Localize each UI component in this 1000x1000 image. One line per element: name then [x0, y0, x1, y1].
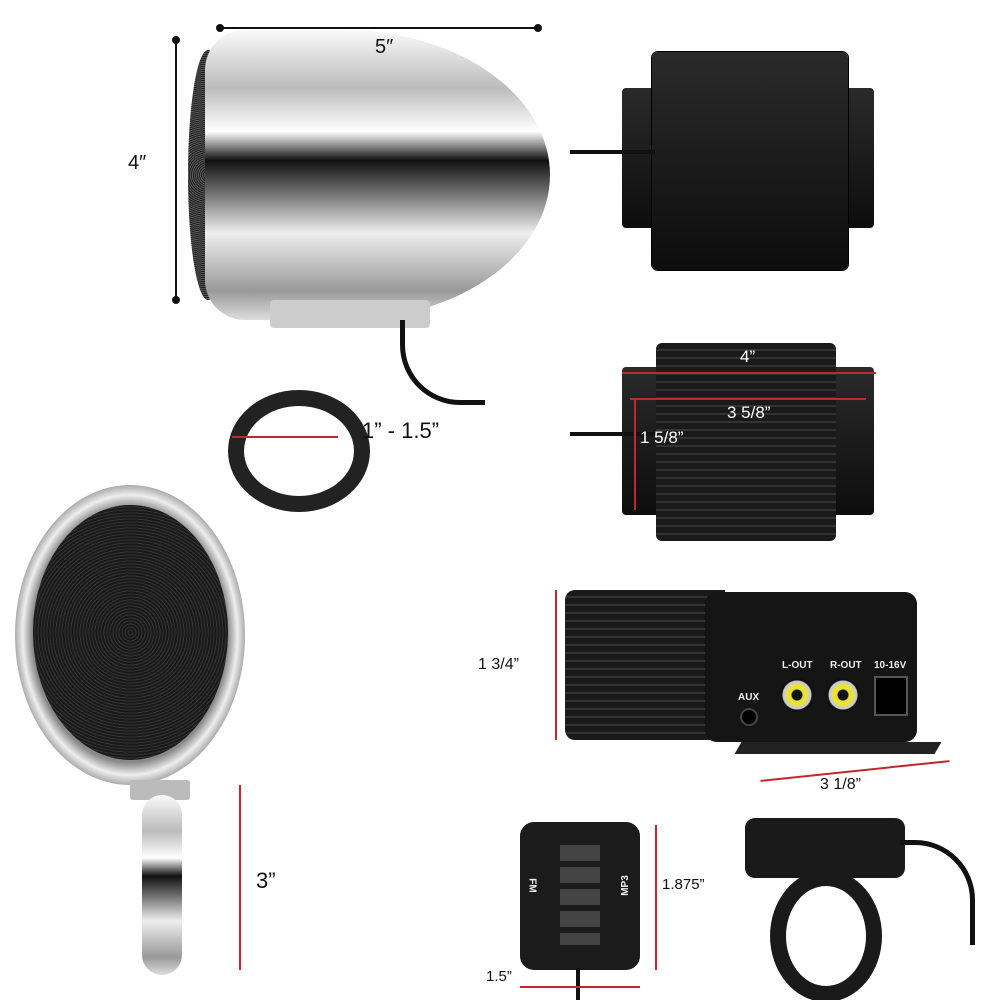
dimension-line-depth: [634, 400, 636, 510]
clamp-range-label: 1” - 1.5”: [362, 418, 440, 443]
amp-depth-label: 1 5/8”: [640, 428, 684, 447]
dimension-line-width: [622, 372, 876, 374]
dimension-line-mount: [239, 785, 241, 970]
speaker-height-label: 4″: [128, 152, 147, 174]
aux-jack: [740, 708, 758, 726]
dimension-line-height: [175, 40, 177, 300]
speaker-length-label: 5″: [375, 36, 394, 58]
amp-cable: [570, 432, 656, 436]
remote-mp3-label: MP3: [619, 875, 631, 896]
amp-hole-spacing-label: 3 5/8”: [727, 403, 771, 422]
dimension-dot: [216, 24, 224, 32]
speaker-cable: [400, 320, 485, 405]
chrome-clamp: [142, 795, 182, 975]
amplifier-fins-view: [656, 343, 836, 541]
remote-height-label: 1.875”: [662, 876, 705, 893]
amp-width-label: 4”: [740, 347, 756, 366]
power-jack: [874, 676, 908, 716]
port-right-label: R-OUT: [830, 660, 862, 671]
mount-height-label: 3”: [256, 868, 276, 893]
dimension-line-amp-height: [555, 590, 557, 740]
remote-cable: [576, 968, 580, 1000]
remote-mounted-cable: [900, 840, 975, 945]
handlebar-clamp: [228, 390, 370, 512]
dimension-line-remote-width: [520, 986, 640, 988]
amp-cable: [570, 150, 655, 154]
dimension-line-length: [220, 27, 538, 29]
speaker-housing-chrome: [205, 30, 550, 320]
amplifier-top-view: [652, 52, 848, 270]
port-left-label: L-OUT: [782, 660, 813, 671]
rca-right-jack: [826, 678, 860, 712]
remote-mounted: [745, 818, 905, 878]
port-power-label: 10-16V: [874, 660, 907, 671]
remote-fm-label: FM: [526, 878, 538, 893]
dimension-line-holes: [630, 398, 866, 400]
amp-length-label: 3 1/8”: [820, 776, 861, 793]
dimension-dot: [172, 36, 180, 44]
dimension-dot: [172, 296, 180, 304]
speaker-mount: [130, 780, 190, 800]
amp-height-label: 1 3/4”: [478, 656, 519, 673]
dimension-dot: [534, 24, 542, 32]
remote-buttons: [560, 845, 600, 945]
port-aux-label: AUX: [738, 692, 760, 703]
remote-clamp: [770, 870, 882, 1000]
amp-body-side: [565, 590, 725, 740]
dimension-line-clamp: [232, 436, 338, 438]
speaker-front-grille: [33, 505, 228, 760]
dimension-line-remote-height: [655, 825, 657, 970]
rca-left-jack: [780, 678, 814, 712]
amp-bracket: [734, 742, 942, 754]
remote-width-label: 1.5”: [486, 968, 512, 985]
